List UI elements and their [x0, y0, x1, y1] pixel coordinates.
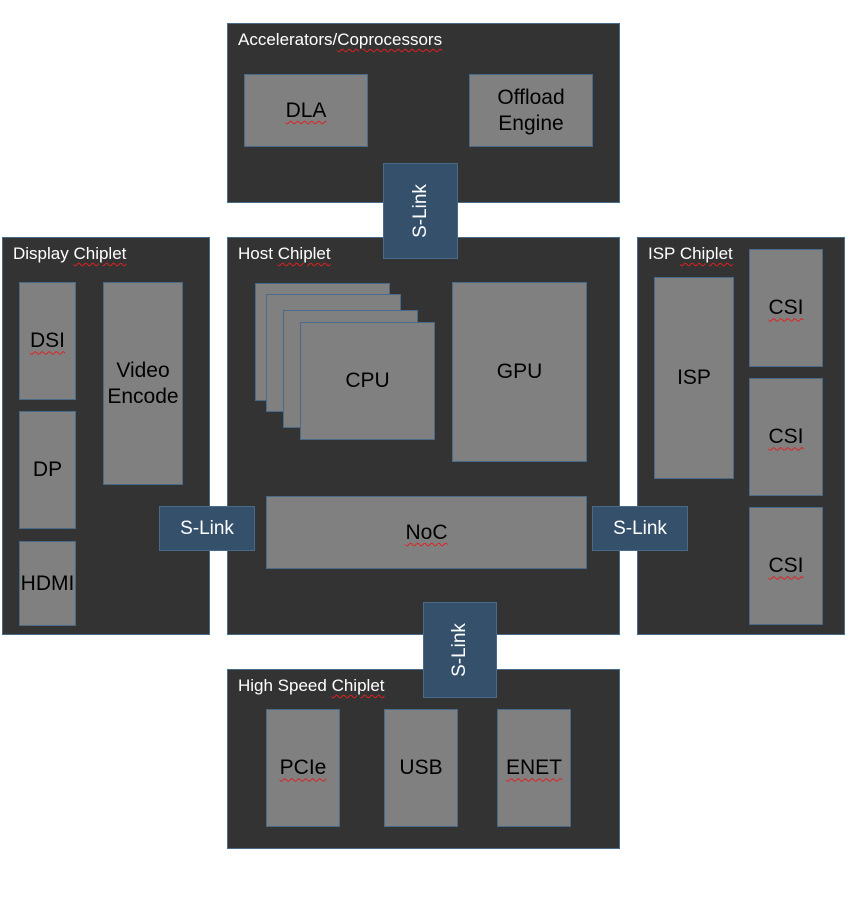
dp-block: DP: [19, 411, 76, 529]
s-link-bottom: S-Link: [423, 602, 497, 698]
high-speed-title: High Speed Chiplet: [238, 676, 385, 695]
display-title: Display Chiplet: [13, 244, 127, 263]
isp-title: ISP Chiplet: [648, 244, 733, 263]
noc-block: NoC: [266, 496, 587, 569]
dsi-block: DSI: [19, 282, 76, 400]
accelerators-title: Accelerators/Coprocessors: [238, 30, 443, 49]
isp-block: ISP: [654, 277, 734, 479]
csi-block: CSI: [749, 507, 823, 625]
gpu-block: GPU: [452, 282, 587, 462]
high-speed-chiplet: High Speed Chiplet PCIe USB ENET: [227, 669, 620, 849]
csi-block: CSI: [749, 249, 823, 367]
csi-block: CSI: [749, 378, 823, 496]
hdmi-block: HDMI: [19, 541, 76, 626]
dla-block: DLA: [244, 74, 368, 147]
enet-block: ENET: [497, 709, 571, 827]
s-link-left: S-Link: [159, 506, 255, 551]
pcie-block: PCIe: [266, 709, 340, 827]
host-title: Host Chiplet: [238, 244, 331, 263]
s-link-right: S-Link: [592, 506, 688, 551]
cpu-block: CPU: [300, 322, 435, 440]
host-chiplet: Host Chiplet CPU GPU NoC: [227, 237, 620, 635]
isp-chiplet: ISP Chiplet ISP CSI CSI CSI: [637, 237, 845, 635]
usb-block: USB: [384, 709, 458, 827]
s-link-top: S-Link: [383, 163, 458, 259]
